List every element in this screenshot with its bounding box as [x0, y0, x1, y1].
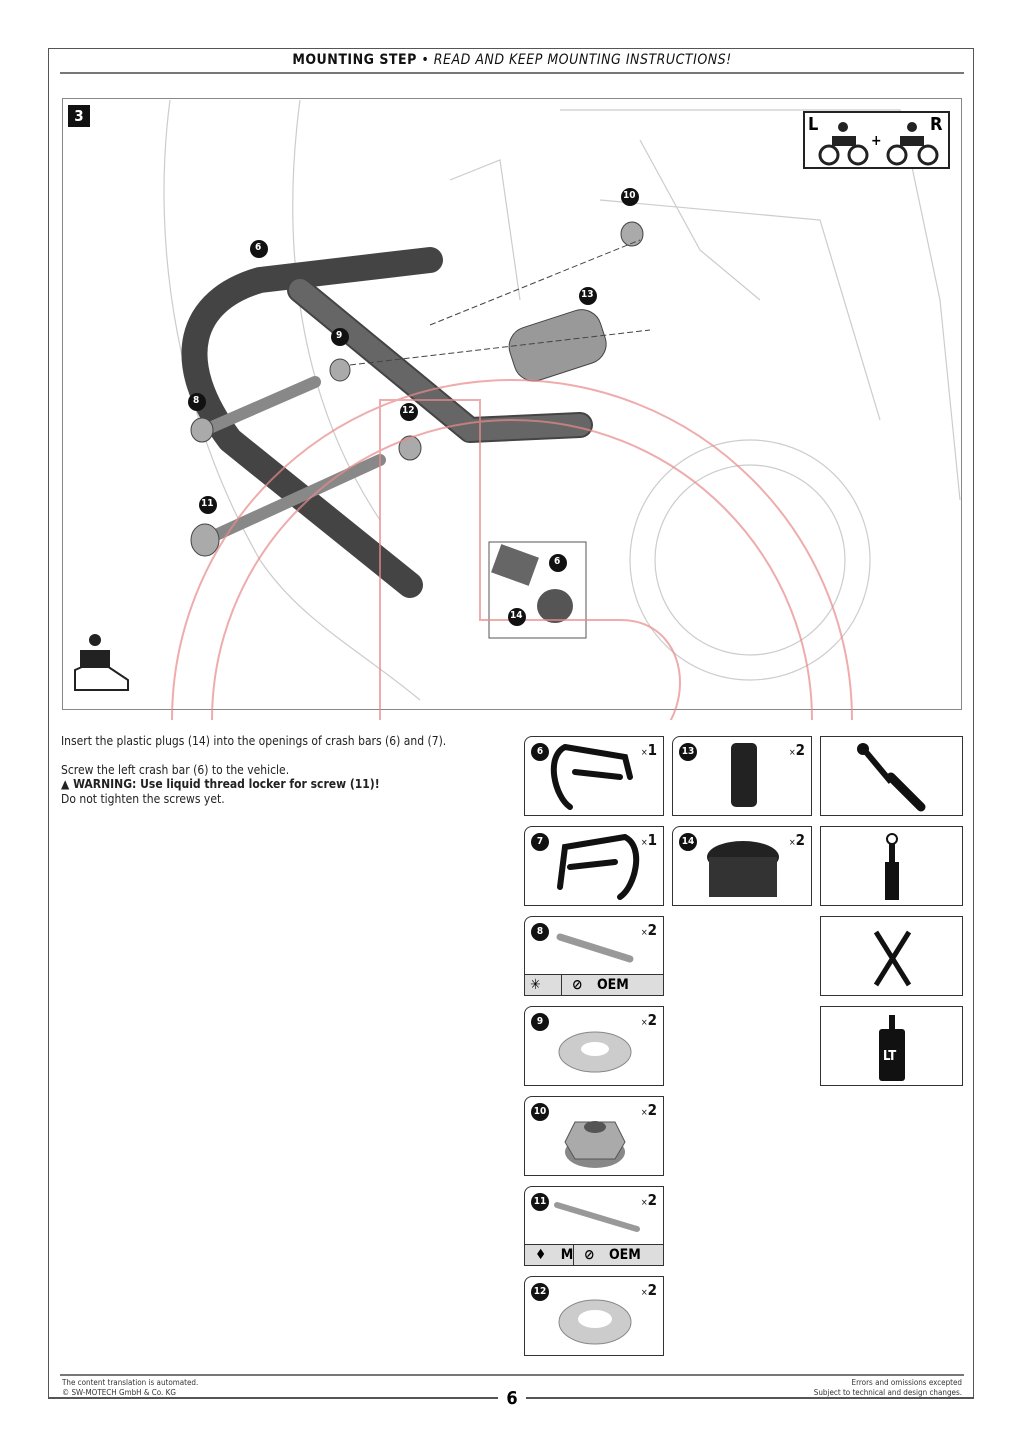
- part-card-9: 9 ×2: [524, 1006, 664, 1086]
- part-card-6: 6 ×1: [524, 736, 664, 816]
- callout-10: 10: [623, 190, 636, 201]
- warning-icon: ▲: [61, 777, 74, 791]
- screw-type-icon: ✳: [530, 977, 541, 993]
- nut-image: [564, 1121, 626, 1168]
- warning-text: WARNING: Use liquid thread locker for sc…: [73, 777, 380, 791]
- thread-locker-icon: ♦: [535, 1247, 551, 1263]
- part-number: 6: [531, 743, 549, 761]
- part-qty: 2: [795, 741, 805, 759]
- header-subtitle: READ AND KEEP MOUNTING INSTRUCTIONS!: [433, 52, 732, 68]
- wrench-icon: [873, 930, 912, 987]
- part-card-12: 12 ×2: [524, 1276, 664, 1356]
- part-number: 7: [531, 833, 549, 851]
- part-number: 8: [531, 923, 549, 941]
- page-header: MOUNTING STEP • READ AND KEEP MOUNTING I…: [60, 52, 964, 68]
- header-separator: •: [421, 52, 430, 68]
- no-torque-icon: ⊘: [584, 1247, 599, 1263]
- washer-image: [558, 1299, 632, 1345]
- instructions: Insert the plastic plugs (14) into the o…: [61, 734, 446, 806]
- part-card-7: 7 ×1: [524, 826, 664, 906]
- spacer-image: [731, 743, 757, 807]
- part-number: 10: [531, 1103, 549, 1121]
- socket-icon: [885, 833, 899, 900]
- part-qty: 1: [647, 831, 657, 849]
- header-divider: [60, 72, 964, 74]
- footer-translation-note: The content translation is automated.: [62, 1378, 199, 1387]
- callout-8: 8: [193, 395, 200, 406]
- part-number: 9: [531, 1013, 549, 1031]
- callout-12: 12: [402, 405, 415, 416]
- oem-label: OEM: [608, 1247, 641, 1263]
- callout-6-detail: 6: [554, 556, 561, 567]
- part-card-14: 14 ×2: [672, 826, 812, 906]
- screw-image: [556, 933, 634, 963]
- tool-ratchet-screwdriver: [820, 736, 963, 816]
- watermark-logo: [171, 379, 853, 720]
- part-card-8: 8 ×2 ✳ ⊘ OEM: [524, 916, 664, 996]
- tool-thread-locker: LT: [820, 1006, 963, 1086]
- footer-errors-note: Errors and omissions excepted: [851, 1378, 962, 1387]
- screw-image: [554, 1202, 640, 1232]
- qty-mult: ×: [640, 1198, 648, 1208]
- part-qty: 2: [647, 1191, 657, 1209]
- crash-bar-image: [550, 744, 633, 810]
- qty-mult: ×: [640, 748, 648, 758]
- qty-mult: ×: [788, 838, 796, 848]
- callout-11: 11: [201, 498, 214, 509]
- instruction-line: Screw the left crash bar (6) to the vehi…: [61, 762, 290, 777]
- part-qty: 2: [647, 1101, 657, 1119]
- footer-left: The content translation is automated.© S…: [62, 1378, 198, 1398]
- footer-copyright: © SW-MOTECH GmbH & Co. KG: [62, 1388, 176, 1397]
- callouts: [188, 188, 639, 626]
- part-card-11: 11 ×2 ♦ M ⊘ OEM: [524, 1186, 664, 1266]
- header-title: MOUNTING STEP: [292, 52, 417, 68]
- medium-label: M: [560, 1247, 574, 1263]
- tool-wrenches: [820, 916, 963, 996]
- side-plus: +: [871, 133, 882, 149]
- plastic-plug-image: [707, 841, 779, 897]
- callout-9: 9: [336, 330, 343, 341]
- part-card-13: 13 ×2: [672, 736, 812, 816]
- thread-locker-bottle-icon: [879, 1015, 905, 1081]
- side-right-label: R: [930, 114, 943, 135]
- part-number: 13: [679, 743, 697, 761]
- page-number: 6: [498, 1388, 526, 1409]
- part-number: 12: [531, 1283, 549, 1301]
- footer-changes-note: Subject to technical and design changes.: [813, 1388, 962, 1397]
- qty-mult: ×: [788, 748, 796, 758]
- qty-mult: ×: [640, 1108, 648, 1118]
- callout-14: 14: [510, 610, 523, 621]
- thread-locker-label: LT: [883, 1049, 897, 1064]
- qty-mult: ×: [640, 838, 648, 848]
- qty-mult: ×: [640, 1288, 648, 1298]
- part-qty: 2: [647, 921, 657, 939]
- tool-socket: [820, 826, 963, 906]
- ratchet-icon: [857, 743, 926, 812]
- qty-mult: ×: [640, 1018, 648, 1028]
- footer-divider: [60, 1374, 964, 1376]
- crash-bar-image: [557, 834, 640, 900]
- part-qty: 2: [795, 831, 805, 849]
- part-card-10: 10 ×2: [524, 1096, 664, 1176]
- part-qty: 1: [647, 741, 657, 759]
- instruction-line: Insert the plastic plugs (14) into the o…: [61, 734, 447, 748]
- illustration-drawing: [74, 99, 961, 720]
- step-number: 3: [68, 105, 90, 127]
- instruction-line: Do not tighten the screws yet.: [61, 791, 225, 806]
- part-number: 11: [531, 1193, 549, 1211]
- washer-image: [558, 1031, 632, 1073]
- callout-6: 6: [255, 242, 262, 253]
- no-torque-icon: ⊘: [572, 977, 587, 993]
- part-qty: 2: [647, 1281, 657, 1299]
- part-number: 14: [679, 833, 697, 851]
- part-qty: 2: [647, 1011, 657, 1029]
- side-left-label: L: [808, 114, 819, 135]
- oem-label: OEM: [596, 977, 629, 993]
- callout-13: 13: [581, 289, 594, 300]
- qty-mult: ×: [640, 928, 648, 938]
